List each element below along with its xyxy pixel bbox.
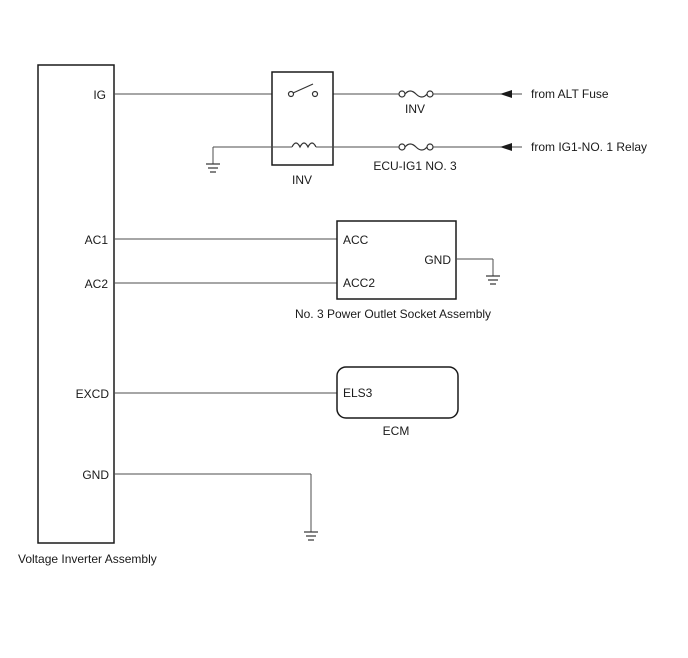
relay-box: [271, 71, 334, 166]
coil-circuit: from IG1-NO. 1 Relay: [206, 140, 647, 173]
relay-label: INV: [292, 173, 312, 187]
source-ig1-relay: from IG1-NO. 1 Relay: [531, 140, 647, 154]
inverter-ground-circuit: [114, 473, 318, 541]
ecm-pin-els3: ELS3: [343, 386, 373, 400]
fuse-inv-label: INV: [405, 102, 425, 116]
power-outlet-socket-assembly: ACC ACC2 GND No. 3 Power Outlet Socket A…: [114, 220, 500, 321]
outlet-box: [336, 220, 457, 300]
fuse-ecu-ig1-label: ECU-IG1 NO. 3: [373, 159, 457, 173]
inverter-pin-ac1: AC1: [85, 233, 109, 247]
ground-icon-outlet: [486, 275, 500, 285]
inverter-pin-gnd: GND: [82, 468, 109, 482]
outlet-pin-gnd: GND: [424, 253, 451, 267]
fuse-ecu-ig1: ECU-IG1 NO. 3: [373, 143, 457, 173]
ecm-box: [336, 366, 459, 419]
outlet-pin-acc: ACC: [343, 233, 369, 247]
inverter-pin-excd: EXCD: [76, 387, 110, 401]
relay-inv: INV: [271, 71, 334, 187]
source-alt-fuse: from ALT Fuse: [531, 87, 609, 101]
ig-circuit: from ALT Fuse: [114, 87, 609, 101]
fuse-ecu-ig1-icon: [398, 143, 434, 151]
inverter-pin-ig: IG: [93, 88, 106, 102]
relay-switch-icon: [287, 83, 319, 98]
voltage-inverter-assembly: IG AC1 AC2 EXCD GND Voltage Inverter Ass…: [18, 64, 157, 566]
ecm: ELS3 ECM: [114, 366, 459, 438]
ground-icon-inverter: [304, 531, 318, 541]
outlet-label: No. 3 Power Outlet Socket Assembly: [295, 307, 491, 321]
inverter-pin-ac2: AC2: [85, 277, 109, 291]
fuse-inv: INV: [398, 90, 434, 116]
outlet-pin-acc2: ACC2: [343, 276, 375, 290]
arrow-from-ig1-relay: [500, 143, 512, 151]
ecm-label: ECM: [383, 424, 410, 438]
ground-icon-relay: [206, 163, 220, 173]
inverter-box: [37, 64, 115, 544]
relay-coil-icon: [291, 142, 317, 149]
arrow-from-alt-fuse: [500, 90, 512, 98]
inverter-label: Voltage Inverter Assembly: [18, 552, 157, 566]
fuse-inv-icon: [398, 90, 434, 98]
